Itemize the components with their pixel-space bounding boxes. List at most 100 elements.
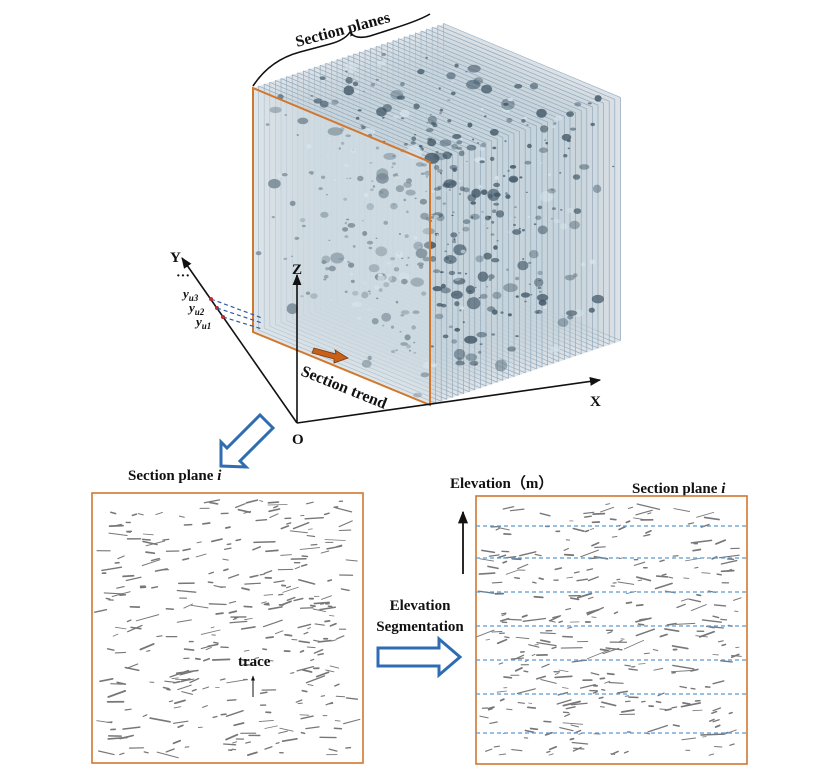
fracture-trace — [324, 620, 331, 623]
fracture-trace — [498, 662, 504, 665]
fracture-trace — [294, 566, 301, 570]
fracture-trace — [671, 645, 689, 650]
fracture-disc — [492, 209, 497, 213]
fracture-trace — [514, 667, 523, 672]
fracture-trace — [616, 690, 629, 694]
fracture-trace — [262, 648, 268, 651]
fracture-trace — [618, 526, 626, 531]
fracture-disc — [422, 256, 431, 262]
fracture-trace — [624, 695, 629, 697]
fracture-disc — [361, 126, 366, 130]
fracture-trace — [607, 631, 613, 634]
fracture-disc — [418, 245, 421, 248]
fracture-disc — [453, 293, 458, 296]
fracture-trace — [712, 719, 720, 723]
fracture-trace — [579, 683, 596, 689]
fracture-disc — [462, 321, 465, 324]
coordinate-axes — [181, 257, 602, 424]
fracture-disc — [398, 233, 402, 235]
fracture-trace — [226, 699, 237, 702]
fracture-disc — [404, 234, 409, 239]
fracture-disc — [422, 227, 435, 235]
fracture-trace — [714, 724, 721, 728]
fracture-disc — [545, 142, 548, 145]
fracture-disc — [458, 179, 462, 182]
fracture-trace — [515, 636, 530, 640]
fracture-trace — [713, 604, 727, 607]
fracture-disc — [477, 271, 489, 282]
fracture-trace — [267, 501, 280, 504]
fracture-trace — [584, 515, 592, 518]
fracture-trace — [488, 554, 500, 557]
section-plane-layer — [275, 79, 453, 398]
fracture-trace — [107, 736, 128, 740]
fracture-disc — [507, 346, 516, 352]
fracture-disc — [421, 291, 427, 296]
fracture-trace — [599, 706, 605, 708]
fracture-disc — [375, 246, 388, 257]
fracture-disc — [367, 355, 372, 361]
fracture-disc — [383, 220, 389, 225]
fracture-disc — [538, 147, 549, 153]
fracture-disc — [451, 214, 454, 217]
fracture-trace — [345, 697, 359, 700]
fracture-trace — [232, 618, 237, 620]
fracture-disc — [502, 174, 506, 178]
fracture-trace — [700, 733, 725, 736]
right-panel-fractures — [476, 503, 742, 756]
fracture-trace — [329, 615, 335, 617]
fracture-disc — [310, 293, 318, 299]
section-plane-layer — [431, 26, 610, 345]
fracture-disc — [345, 134, 352, 138]
fracture-disc — [488, 278, 492, 281]
fracture-disc — [521, 229, 526, 232]
fracture-disc — [507, 313, 512, 317]
fracture-trace — [571, 741, 589, 745]
fracture-disc — [557, 318, 569, 327]
right-panel-title-text: Section plane — [632, 481, 721, 497]
fracture-disc — [450, 91, 456, 96]
fracture-disc — [505, 194, 511, 199]
fracture-disc — [527, 143, 532, 149]
fracture-disc — [345, 218, 350, 221]
fracture-trace — [633, 561, 646, 566]
fracture-trace — [558, 620, 563, 624]
fracture-trace — [485, 639, 491, 641]
fracture-disc — [521, 119, 526, 123]
fracture-trace — [183, 603, 194, 609]
fracture-disc — [433, 214, 440, 219]
fracture-disc — [381, 312, 392, 322]
fracture-trace — [213, 585, 223, 588]
fracture-trace — [604, 680, 611, 684]
fracture-disc — [445, 190, 448, 192]
fracture-trace — [273, 580, 285, 584]
fracture-disc — [306, 143, 312, 149]
fracture-trace — [169, 669, 190, 678]
fracture-trace — [514, 576, 521, 580]
fracture-disc — [305, 291, 311, 295]
fracture-trace — [98, 750, 115, 756]
fracture-trace — [637, 623, 645, 626]
fracture-disc — [410, 277, 424, 287]
fracture-disc — [391, 349, 396, 354]
fracture-trace — [314, 623, 325, 626]
fracture-trace — [269, 513, 279, 519]
fracture-trace — [647, 724, 669, 733]
fracture-disc — [376, 168, 389, 181]
fracture-disc — [537, 270, 543, 276]
fracture-trace — [211, 658, 231, 661]
fracture-trace — [156, 751, 179, 759]
fracture-trace — [645, 529, 652, 534]
fracture-trace — [708, 626, 715, 629]
elevation-axis-label: Elevation（m） — [450, 474, 553, 492]
fracture-disc — [329, 299, 333, 301]
fracture-disc — [447, 119, 452, 123]
fracture-disc — [455, 360, 465, 366]
fracture-disc — [589, 259, 596, 265]
fracture-trace — [324, 539, 346, 541]
fracture-trace — [122, 574, 135, 578]
fracture-disc — [390, 257, 395, 261]
fracture-trace — [524, 729, 535, 734]
fracture-disc — [529, 82, 539, 90]
fracture-trace — [498, 753, 507, 756]
